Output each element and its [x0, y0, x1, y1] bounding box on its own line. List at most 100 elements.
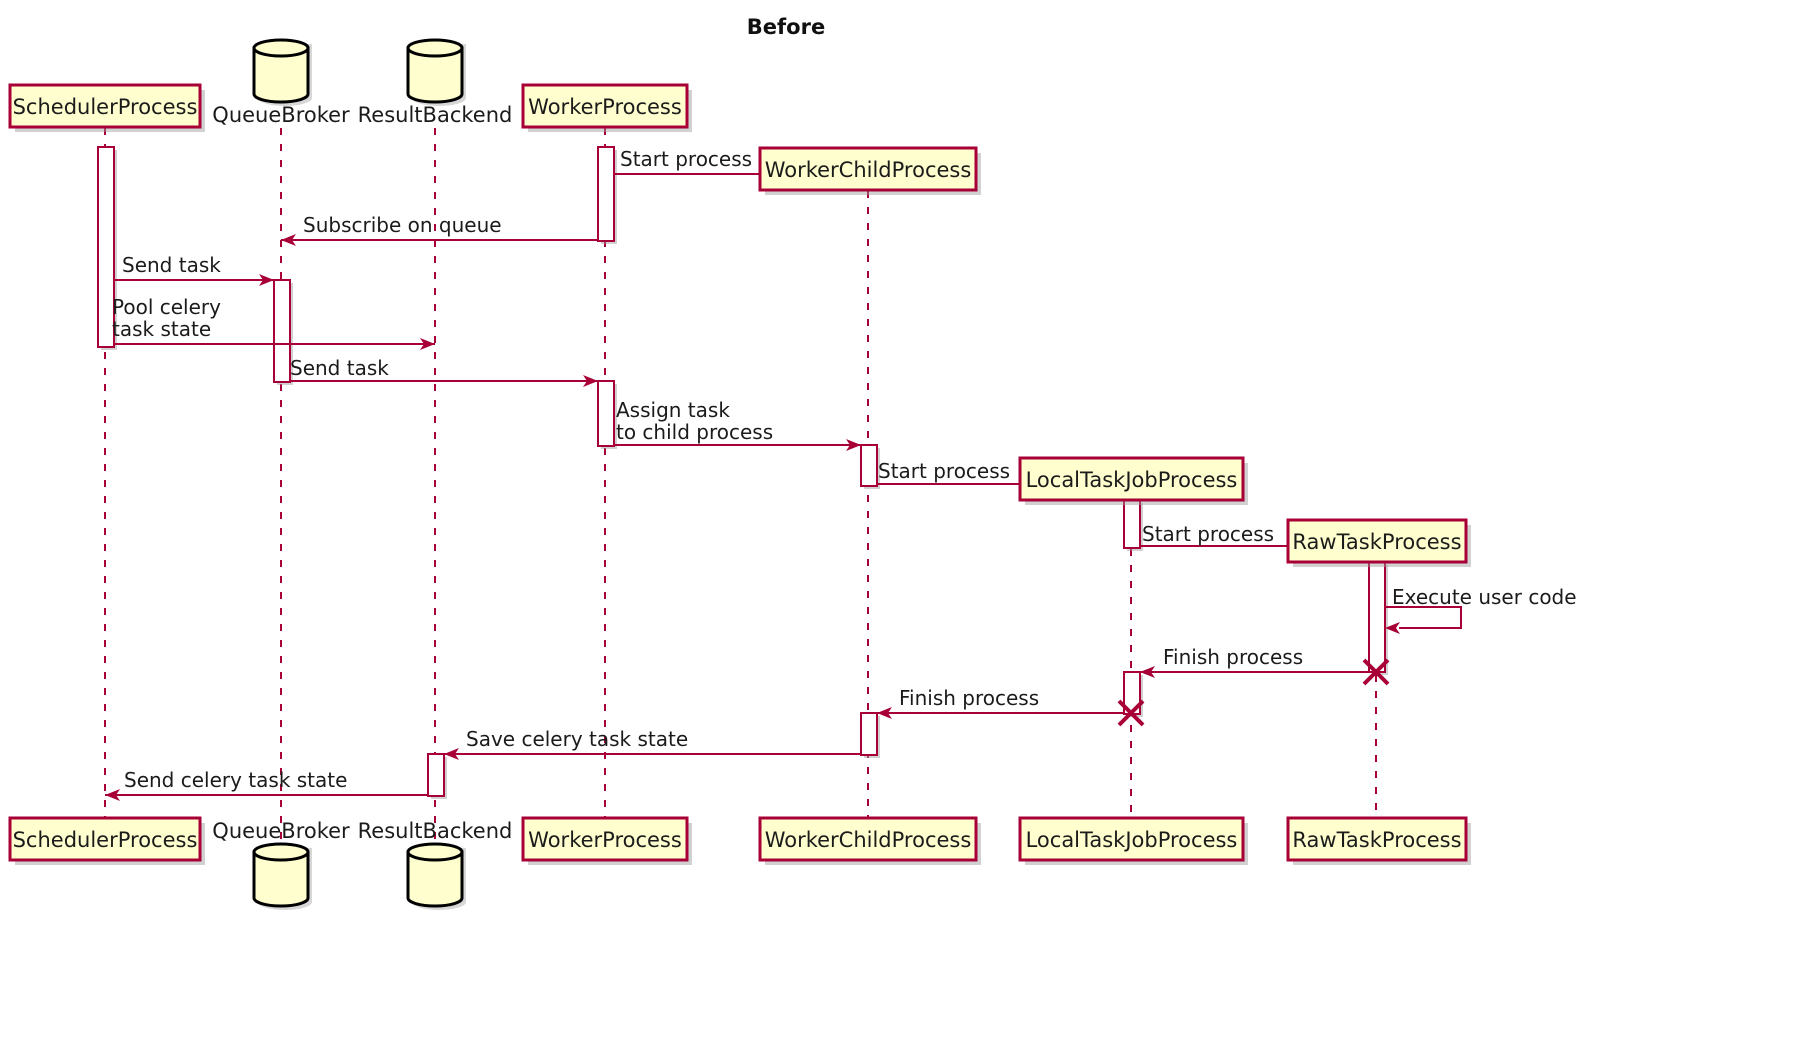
message-m11: Finish process: [877, 686, 1124, 719]
message-label: Save celery task state: [466, 727, 688, 751]
activation-bar-localjob: [1123, 499, 1141, 549]
message-label: Subscribe on queue: [303, 213, 502, 237]
participant-label: WorkerProcess: [528, 828, 682, 852]
message-line: [1385, 606, 1462, 629]
database-cylinder-body[interactable]: [406, 46, 464, 104]
participant-backend-bottom[interactable]: ResultBackend: [358, 819, 513, 910]
participant-label: RawTaskProcess: [1292, 530, 1461, 554]
destroy-marker-localjob: [1117, 699, 1145, 727]
participant-box[interactable]: [1286, 816, 1468, 862]
participant-box[interactable]: [8, 83, 202, 129]
database-cylinder-top: [406, 38, 464, 58]
participant-backend-top[interactable]: ResultBackend: [358, 38, 513, 127]
participant-queue-bottom[interactable]: QueueBroker: [212, 819, 350, 910]
participant-worker-top[interactable]: WorkerProcess: [521, 83, 692, 132]
message-label: to child process: [616, 420, 773, 444]
message-label: Pool celery: [112, 295, 221, 319]
message-arrowhead: [846, 439, 861, 451]
message-arrowhead: [583, 375, 598, 387]
message-m13: Send celery task state: [105, 768, 428, 801]
message-label: Send task: [290, 356, 389, 380]
participant-scheduler-bottom[interactable]: SchedulerProcess: [8, 816, 205, 865]
message-label: Start process: [1142, 522, 1274, 546]
destroy-marker-rawtask: [1362, 658, 1390, 686]
database-cylinder-body[interactable]: [406, 850, 464, 908]
message-arrowhead: [1385, 622, 1400, 634]
activation-bar-scheduler: [97, 146, 115, 348]
participant-label: RawTaskProcess: [1292, 828, 1461, 852]
database-cylinder-body[interactable]: [252, 850, 310, 908]
message-m2: Subscribe on queue: [281, 213, 598, 246]
participant-label: LocalTaskJobProcess: [1026, 468, 1238, 492]
participant-localjob-bottom[interactable]: LocalTaskJobProcess: [1018, 816, 1248, 865]
activation-bars-layer: [97, 146, 1388, 799]
message-arrowhead: [259, 274, 274, 286]
message-label: Start process: [878, 459, 1010, 483]
participant-label: WorkerChildProcess: [765, 158, 972, 182]
database-cylinder-top: [406, 842, 464, 862]
participant-worker-bottom[interactable]: WorkerProcess: [521, 816, 692, 865]
message-label: Start process: [620, 147, 752, 171]
message-label: task state: [112, 317, 211, 341]
destroy-stroke: [1117, 699, 1145, 727]
destroy-stroke: [1362, 658, 1390, 686]
participant-box[interactable]: [1018, 816, 1245, 862]
participant-box[interactable]: [1286, 518, 1468, 564]
message-label: Execute user code: [1392, 585, 1577, 609]
message-m5: Send task: [290, 356, 598, 387]
activation-bar-child: [860, 712, 878, 756]
participant-label: WorkerProcess: [528, 95, 682, 119]
participant-label: LocalTaskJobProcess: [1026, 828, 1238, 852]
participant-box[interactable]: [758, 146, 978, 192]
participant-label: QueueBroker: [212, 819, 350, 843]
message-m12: Save celery task state: [444, 727, 861, 760]
activation-bar-worker: [597, 146, 615, 242]
message-arrowhead: [444, 748, 459, 760]
participant-localjob-top[interactable]: LocalTaskJobProcess: [1018, 456, 1248, 505]
database-cylinder-top: [252, 38, 310, 58]
participant-box[interactable]: [521, 816, 689, 862]
destroy-markers-layer: [1117, 658, 1390, 727]
participant-rawtask-top[interactable]: RawTaskProcess: [1286, 518, 1471, 567]
message-arrowhead: [420, 338, 435, 350]
activation-bar-worker: [597, 380, 615, 447]
message-label: Finish process: [899, 686, 1039, 710]
message-label: Finish process: [1163, 645, 1303, 669]
participant-label: ResultBackend: [358, 103, 513, 127]
message-m3: Send task: [114, 253, 274, 286]
participant-box[interactable]: [758, 816, 978, 862]
participant-queue-top[interactable]: QueueBroker: [212, 38, 350, 127]
participant-box[interactable]: [521, 83, 689, 129]
message-arrowhead: [1140, 666, 1155, 678]
participant-label: QueueBroker: [212, 103, 350, 127]
message-m9: Execute user code: [1385, 585, 1577, 634]
participant-child-top[interactable]: WorkerChildProcess: [758, 146, 981, 195]
message-arrowhead: [877, 707, 892, 719]
message-label: Send celery task state: [124, 768, 347, 792]
message-arrowhead: [105, 789, 120, 801]
message-label: Assign task: [616, 398, 730, 422]
diagram-title-layer: Before: [747, 15, 825, 39]
participant-label: SchedulerProcess: [13, 828, 198, 852]
participant-child-bottom[interactable]: WorkerChildProcess: [758, 816, 981, 865]
activation-bar-backend: [427, 753, 445, 797]
participant-boxes-layer: SchedulerProcessSchedulerProcessQueueBro…: [8, 38, 1471, 910]
database-cylinder-top: [252, 842, 310, 862]
message-label: Send task: [122, 253, 221, 277]
participant-rawtask-bottom[interactable]: RawTaskProcess: [1286, 816, 1471, 865]
message-arrowhead: [281, 234, 296, 246]
participant-label: WorkerChildProcess: [765, 828, 972, 852]
participant-label: SchedulerProcess: [13, 95, 198, 119]
participant-box[interactable]: [8, 816, 202, 862]
participant-scheduler-top[interactable]: SchedulerProcess: [8, 83, 205, 132]
activation-bar-queue: [273, 279, 291, 383]
participant-label: ResultBackend: [358, 819, 513, 843]
participant-box[interactable]: [1018, 456, 1245, 502]
database-cylinder-body[interactable]: [252, 46, 310, 104]
page-title: Before: [747, 15, 825, 39]
activation-bar-child: [860, 444, 878, 487]
